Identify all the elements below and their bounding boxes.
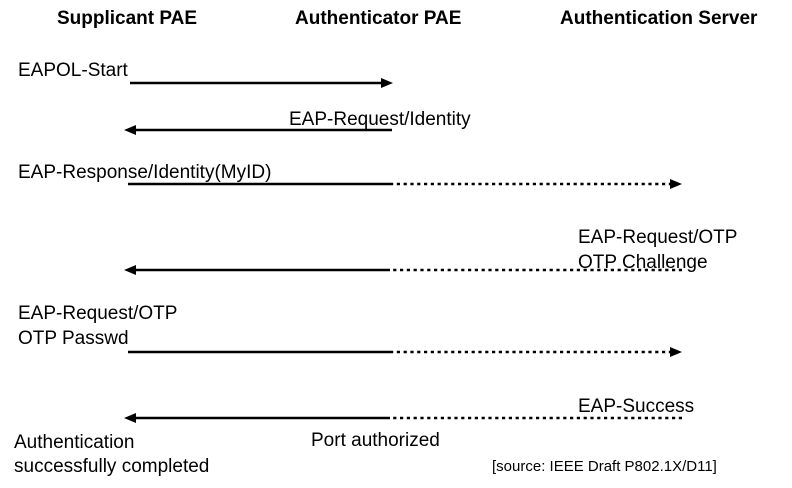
message-label-eap-request-identity: EAP-Request/Identity (289, 109, 471, 130)
message-label-eap-request-otp-challenge-line1: EAP-Request/OTP (578, 227, 738, 248)
annotation-port-authorized: Port authorized (311, 430, 440, 451)
message-label-eap-request-otp-passwd-line1: EAP-Request/OTP (18, 303, 178, 324)
lane-title-supplicant: Supplicant PAE (57, 8, 198, 29)
arrow-eap-response-identity (128, 179, 682, 189)
message-label-eap-success: EAP-Success (578, 396, 695, 417)
message-label-eap-request-otp-challenge-line2: OTP Challenge (578, 252, 708, 273)
message-label-eap-request-otp-passwd-line2: OTP Passwd (18, 328, 129, 349)
lane-title-authentication-server: Authentication Server (560, 8, 758, 29)
arrow-eap-request-otp-passwd (128, 347, 682, 357)
lane-title-authenticator: Authenticator PAE (295, 8, 462, 29)
annotation-authentication-complete-line2: successfully completed (14, 456, 210, 477)
arrow-eap-request-otp-challenge (124, 265, 682, 275)
annotation-authentication-complete-line1: Authentication (14, 432, 135, 453)
arrow-eapol-start (130, 78, 393, 88)
source-attribution: [source: IEEE Draft P802.1X/D11] (492, 458, 717, 475)
message-label-eapol-start: EAPOL-Start (18, 60, 128, 81)
message-label-eap-response-identity: EAP-Response/Identity(MyID) (18, 162, 272, 183)
arrow-eap-success (124, 413, 682, 423)
arrow-eap-request-identity (124, 125, 392, 135)
